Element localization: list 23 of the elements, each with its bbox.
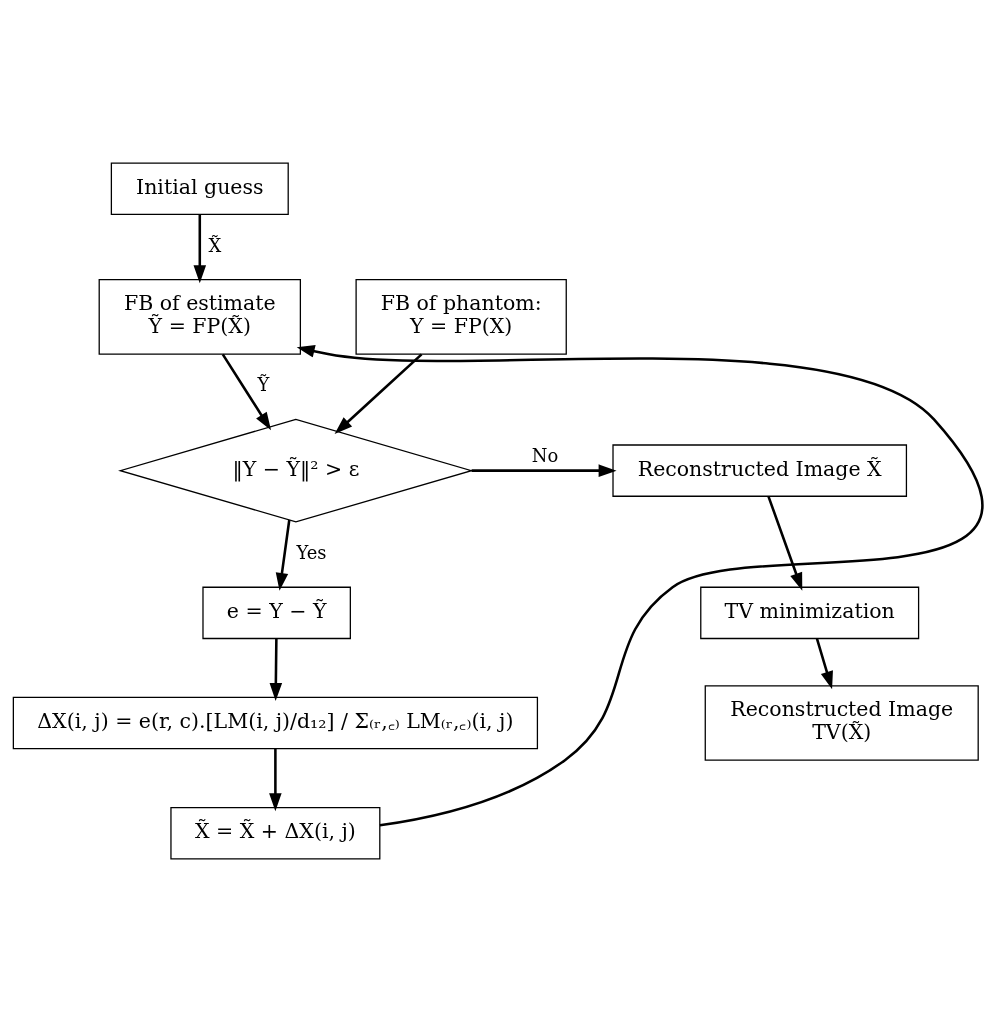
arrow bbox=[334, 352, 423, 434]
node-box: X̃ = X̃ + ΔX(i, j) bbox=[170, 806, 381, 859]
node-box: e = Y − Ỹ bbox=[202, 586, 351, 639]
arrow bbox=[471, 463, 617, 477]
arrow bbox=[269, 638, 283, 701]
arrow bbox=[767, 495, 803, 591]
edge-label: Yes bbox=[296, 541, 327, 563]
arrow bbox=[815, 637, 833, 689]
node-box: Initial guess bbox=[110, 162, 289, 215]
arrow bbox=[275, 519, 291, 591]
edge-label: X̃ bbox=[208, 234, 222, 256]
arrow bbox=[269, 748, 282, 811]
node-box: Reconstructed Image X̃ bbox=[612, 443, 908, 497]
arrow bbox=[193, 214, 207, 283]
node-box: TV minimization bbox=[700, 586, 920, 639]
node-box: FB of estimate Ỹ = FP(X̃) bbox=[98, 278, 301, 355]
edge-label: Ỹ bbox=[257, 373, 270, 395]
edge-label: No bbox=[531, 444, 559, 466]
node-box: FB of phantom: Y = FP(X) bbox=[355, 278, 567, 355]
node-box: ΔX(i, j) = e(r, c).[LM(i, j)/d₁₂] / Σ₍ᵣ,꜀₎ LM₍ᵣ,꜀₎(i, j) bbox=[12, 696, 539, 749]
arrow bbox=[221, 353, 272, 430]
node-box: Reconstructed Image TV(X̃) bbox=[704, 684, 979, 761]
arrow bbox=[296, 344, 983, 827]
